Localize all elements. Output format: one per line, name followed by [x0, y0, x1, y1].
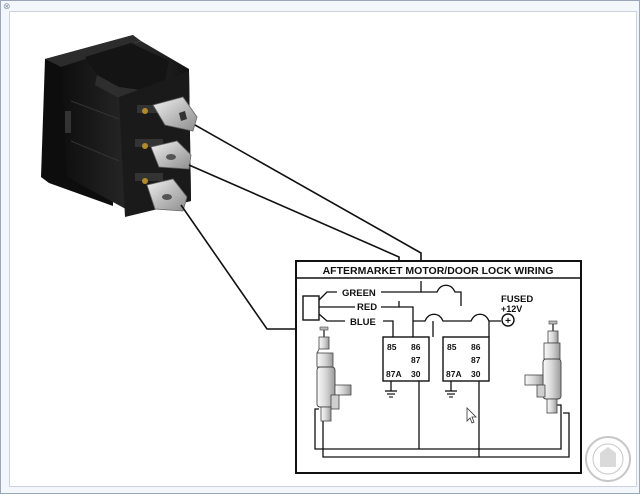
label-blue: BLUE: [350, 317, 376, 328]
fuse-plus: +: [505, 316, 511, 327]
relay-left-pin-87a: 87A: [386, 369, 402, 379]
label-green: GREEN: [342, 288, 376, 299]
wire-bottom-terminal: [180, 204, 303, 330]
lead-blue: [318, 313, 345, 322]
relay-right-pin-87: 87: [471, 355, 481, 365]
relay-left-pin-85: 85: [387, 342, 397, 352]
ground-symbol-icon: [385, 381, 397, 398]
green-to-relay: [421, 284, 462, 306]
blue-to-relay-left: [383, 320, 394, 337]
mouse-cursor-icon: [466, 407, 477, 424]
fused-bus: [413, 313, 501, 322]
relay-left: 85 86 87 87A 30: [382, 336, 430, 382]
relay-right: 85 86 87 87A 30: [442, 336, 490, 382]
ground-symbol-icon: [445, 381, 457, 398]
relay-right-pin-30: 30: [471, 369, 481, 379]
viewer-corner-icon: ⊗: [3, 2, 11, 12]
relay-right-pin-85: 85: [447, 342, 457, 352]
watermark-seal-icon: [585, 436, 631, 482]
label-red: RED: [357, 302, 377, 313]
diagram-box: AFTERMARKET MOTOR/DOOR LOCK WIRING: [295, 260, 582, 474]
relay-right-pin-87a: 87A: [446, 369, 462, 379]
relay-right-pin-86: 86: [471, 342, 481, 352]
motor-bus-upper: [314, 404, 562, 450]
rocker-switch-photo: [41, 35, 198, 217]
fuse-symbol-icon: +: [501, 313, 515, 327]
wire-top-terminal: [194, 124, 422, 281]
door-lock-actuator-icon: [524, 320, 562, 414]
diagram-title: AFTERMARKET MOTOR/DOOR LOCK WIRING: [323, 265, 554, 277]
relay-left-pin-87: 87: [411, 355, 421, 365]
wire-connector: [302, 295, 320, 321]
red-to-relay-left: [399, 306, 414, 337]
fuse-voltage: +12V: [501, 304, 522, 314]
door-lock-actuator-icon: [316, 326, 352, 422]
relay-left-pin-86: 86: [411, 342, 421, 352]
fuse-label: FUSED: [501, 294, 533, 305]
relay-left-pin-30: 30: [411, 369, 421, 379]
lead-green: [318, 291, 337, 301]
